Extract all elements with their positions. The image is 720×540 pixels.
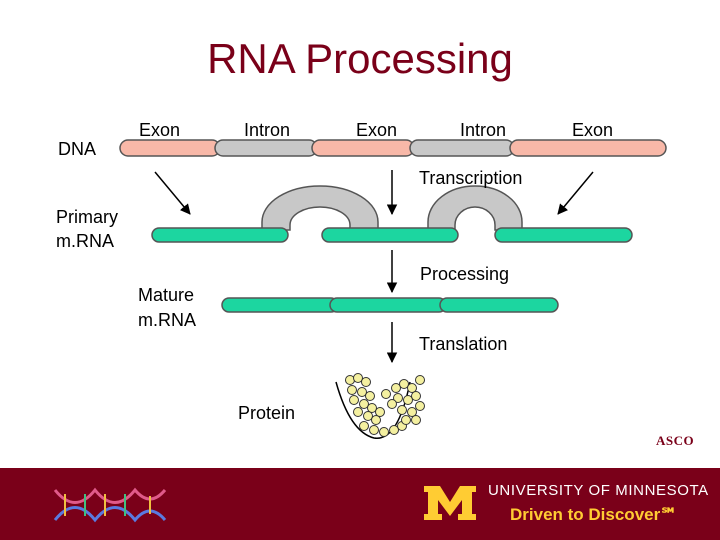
- dna-exon-2: [311, 139, 415, 157]
- protein-bead: [407, 383, 417, 393]
- step-processing: Processing: [420, 264, 510, 284]
- mature-exon-2: [329, 297, 447, 313]
- protein-bead: [357, 387, 367, 397]
- intron-loop-1: [261, 185, 379, 231]
- protein-bead: [369, 425, 379, 435]
- primary-mrna-label-line1: Primary: [56, 207, 118, 227]
- protein-bead: [375, 407, 385, 417]
- exon-label-1: Exon: [139, 120, 181, 140]
- primary-exon-2: [321, 227, 459, 243]
- protein-bead: [401, 415, 411, 425]
- exon-label-3: Exon: [572, 120, 614, 140]
- mature-exon-1: [221, 297, 339, 313]
- asco-credit: ASCO: [656, 433, 695, 448]
- protein-bead: [415, 401, 425, 411]
- protein-bead: [361, 377, 371, 387]
- protein-bead: [387, 399, 397, 409]
- protein-bead: [379, 427, 389, 437]
- mature-mrna-label-line1: Mature: [138, 285, 195, 305]
- protein-bead: [411, 415, 421, 425]
- dna-label: DNA: [58, 139, 97, 159]
- protein-bead: [415, 375, 425, 385]
- protein-bead: [359, 399, 369, 409]
- university-name: UNIVERSITY OF MINNESOTA: [488, 482, 709, 499]
- protein-bead: [411, 391, 421, 401]
- page-title: RNA Processing: [207, 35, 513, 82]
- protein-bead: [381, 389, 391, 399]
- protein-label: Protein: [238, 403, 296, 423]
- dna-intron-1: [214, 139, 318, 157]
- protein-bead: [393, 393, 403, 403]
- protein-bead: [399, 379, 409, 389]
- protein-bead: [407, 407, 417, 417]
- protein-bead: [363, 411, 373, 421]
- intron-label-1: Intron: [244, 120, 291, 140]
- protein-bead: [397, 405, 407, 415]
- protein-bead: [371, 415, 381, 425]
- primary-exon-3: [494, 227, 633, 243]
- exon-label-2: Exon: [356, 120, 398, 140]
- dna-intron-2: [409, 139, 515, 157]
- primary-exon-1: [151, 227, 289, 243]
- footer-bar: [0, 468, 720, 540]
- protein-bead: [359, 421, 369, 431]
- arrow-left-down: [154, 171, 191, 215]
- protein-bead: [365, 391, 375, 401]
- intron-loop-2: [427, 185, 523, 231]
- dna-exon-3: [509, 139, 667, 157]
- dna-exon-1: [119, 139, 221, 157]
- protein-bead: [367, 403, 377, 413]
- intron-label-2: Intron: [460, 120, 507, 140]
- protein-bead: [349, 395, 359, 405]
- protein-bead: [391, 383, 401, 393]
- protein-bead: [353, 373, 363, 383]
- primary-mrna-label-line2: m.RNA: [56, 231, 114, 251]
- step-transcription: Transcription: [419, 168, 523, 188]
- step-translation: Translation: [419, 334, 508, 354]
- protein-bead: [347, 385, 357, 395]
- protein-bead: [353, 407, 363, 417]
- arrow-right-down: [557, 171, 594, 215]
- protein-beads: [345, 373, 425, 437]
- mature-mrna-label-line2: m.RNA: [138, 310, 196, 330]
- protein-bead: [403, 395, 413, 405]
- university-tagline: Driven to Discover℠: [510, 505, 678, 524]
- protein-bead: [389, 425, 399, 435]
- mature-exon-3: [439, 297, 559, 313]
